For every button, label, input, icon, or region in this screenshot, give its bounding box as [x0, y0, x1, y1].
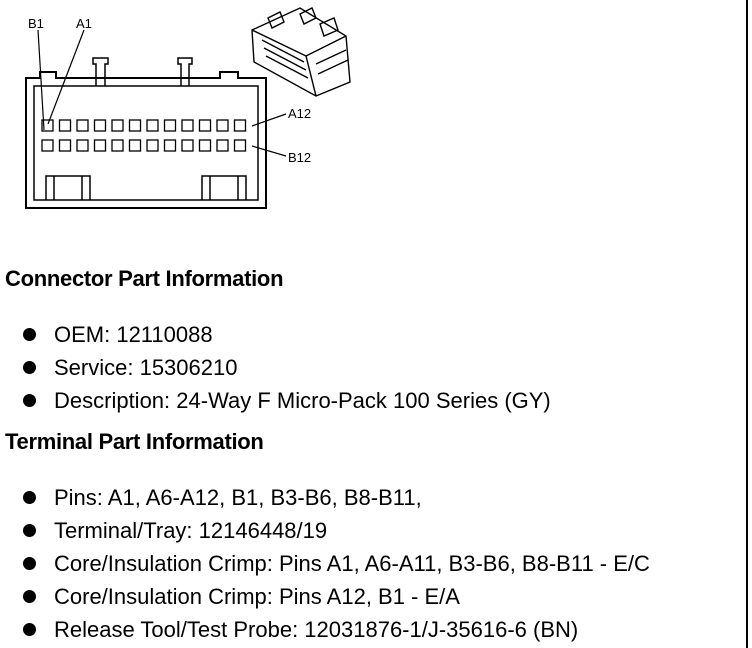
bullet-icon	[23, 491, 36, 504]
list-item: Description: 24-Way F Micro-Pack 100 Ser…	[0, 384, 551, 417]
cavity	[93, 119, 107, 132]
cavity	[41, 119, 54, 132]
cavity	[76, 119, 89, 132]
connector-diagram: B1 A1 A12 B12	[25, 7, 351, 209]
list-item: Service: 15306210	[0, 351, 551, 384]
cavity	[216, 139, 229, 152]
cavity	[128, 139, 142, 152]
label-a12: A12	[288, 106, 311, 121]
cavity	[163, 139, 177, 152]
leader-a12	[251, 113, 287, 127]
cavity	[233, 139, 247, 152]
bullet-icon	[23, 590, 36, 603]
cavity	[181, 139, 194, 152]
cavity	[76, 139, 89, 152]
leader-b12	[251, 145, 287, 157]
latch-left	[92, 57, 109, 86]
leader-b1	[37, 29, 45, 131]
connector-info-list: OEM: 12110088 Service: 15306210 Descript…	[0, 318, 551, 417]
cavity	[146, 139, 159, 152]
connector-section-heading: Connector Part Information	[5, 266, 284, 291]
cavity	[41, 139, 54, 152]
list-item: Terminal/Tray: 12146448/19	[0, 514, 650, 547]
list-item: OEM: 12110088	[0, 318, 551, 351]
bullet-icon	[23, 361, 36, 374]
label-b12: B12	[288, 150, 311, 165]
cavity	[128, 119, 142, 132]
terminal-section-heading: Terminal Part Information	[5, 429, 264, 454]
leader-a1	[47, 29, 85, 125]
cavity	[111, 139, 124, 152]
cavity	[198, 139, 212, 152]
label-a1: A1	[76, 16, 92, 31]
bullet-icon	[23, 524, 36, 537]
list-item: Core/Insulation Crimp: Pins A12, B1 - E/…	[0, 580, 650, 613]
row-a-cavities	[41, 119, 247, 132]
cavity	[163, 119, 177, 132]
list-item: Pins: A1, A6-A12, B1, B3-B6, B8-B11,	[0, 481, 650, 514]
cavity	[216, 119, 229, 132]
bullet-icon	[23, 623, 36, 636]
cavity	[93, 139, 107, 152]
list-item: Release Tool/Test Probe: 12031876-1/J-35…	[0, 613, 650, 646]
latch-right	[177, 57, 193, 86]
bullet-icon	[23, 394, 36, 407]
bullet-icon	[23, 557, 36, 570]
cavity	[146, 119, 159, 132]
bullet-icon	[23, 328, 36, 341]
cavity	[181, 119, 194, 132]
connector-iso-view	[251, 7, 351, 97]
cavity	[198, 119, 212, 132]
list-item: Core/Insulation Crimp: Pins A1, A6-A11, …	[0, 547, 650, 580]
key-left	[45, 175, 91, 200]
cavity	[58, 139, 72, 152]
cavity	[58, 119, 72, 132]
cavity	[233, 119, 247, 132]
terminal-info-list: Pins: A1, A6-A12, B1, B3-B6, B8-B11, Ter…	[0, 481, 650, 646]
cavity	[111, 119, 124, 132]
label-b1: B1	[28, 16, 44, 31]
right-edge-border	[746, 0, 748, 648]
row-b-cavities	[41, 139, 247, 152]
key-right	[201, 175, 247, 200]
